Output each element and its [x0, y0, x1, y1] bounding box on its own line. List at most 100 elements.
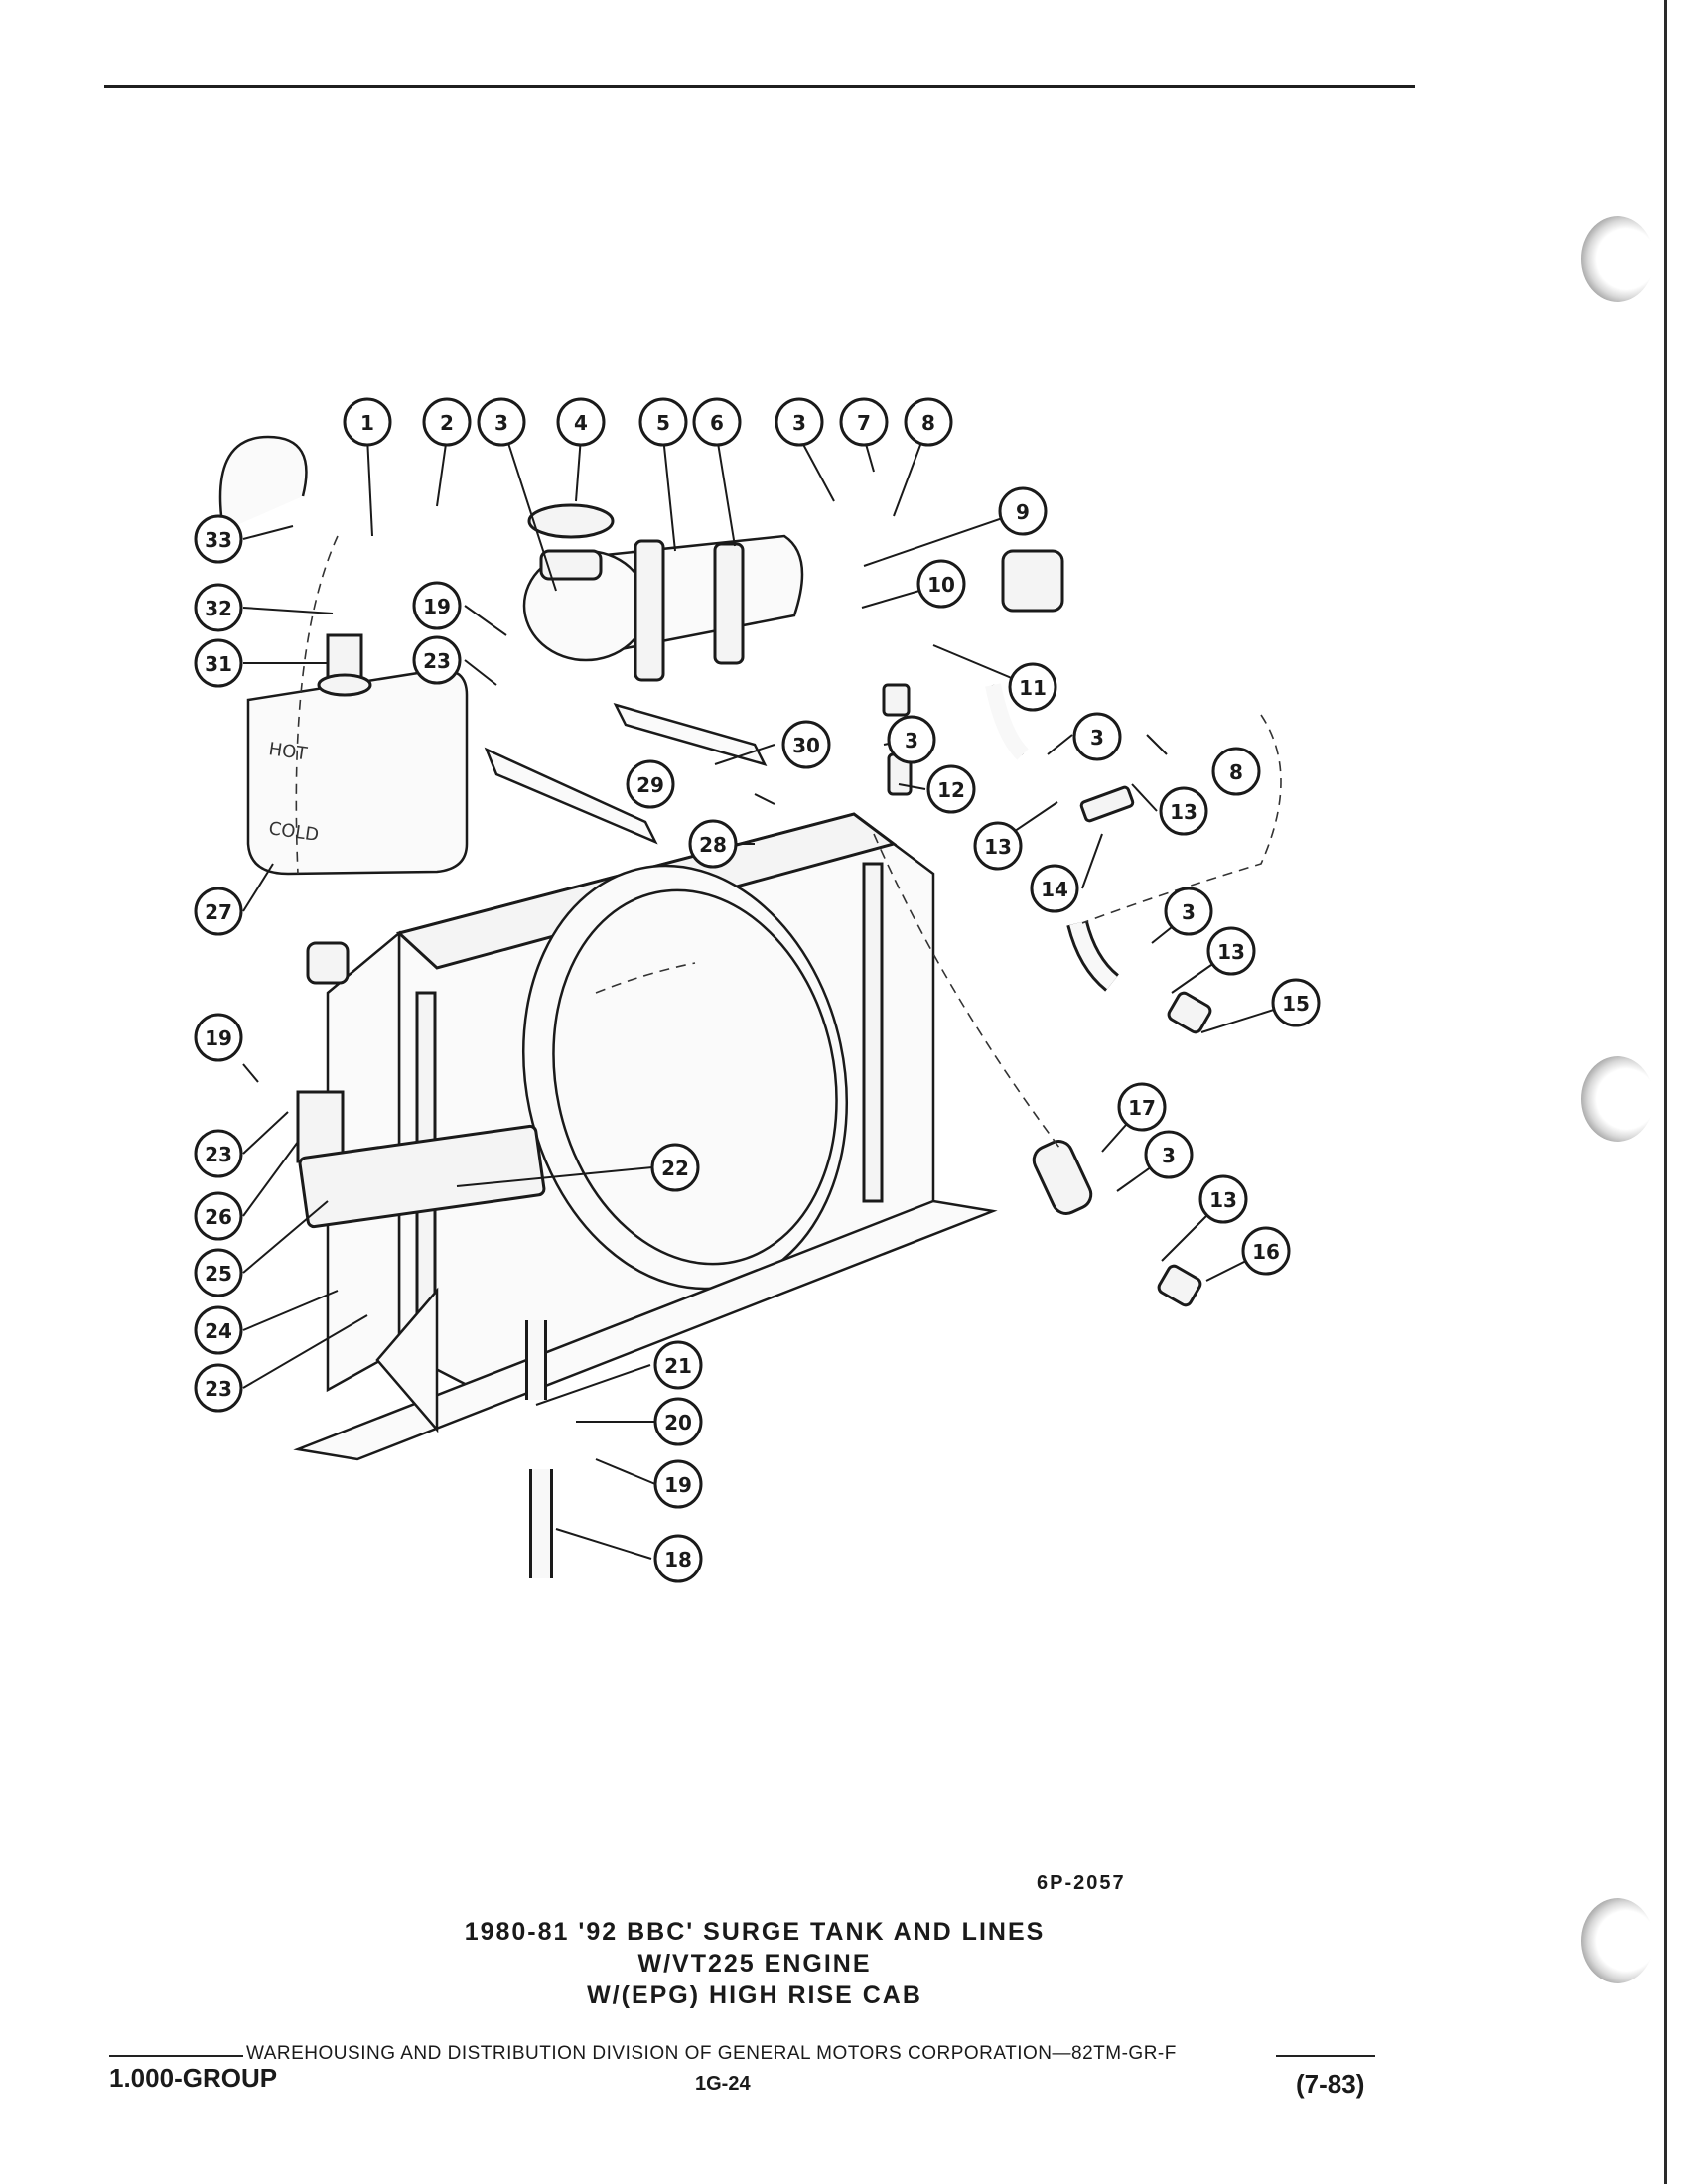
callout-7: 7 — [839, 397, 889, 447]
callout-3: 3 — [887, 715, 936, 764]
callout-number: 26 — [205, 1205, 232, 1229]
callout-number: 13 — [1170, 800, 1197, 824]
callout-number: 13 — [1209, 1188, 1237, 1212]
callout-31: 31 — [194, 638, 243, 688]
callout-23: 23 — [412, 635, 462, 685]
callout-3: 3 — [477, 397, 526, 447]
footer-rule-left — [109, 2055, 243, 2057]
callout-8: 8 — [904, 397, 953, 447]
callout-32: 32 — [194, 583, 243, 632]
callout-circle — [1206, 926, 1256, 976]
callout-number: 17 — [1128, 1096, 1156, 1120]
callout-27: 27 — [194, 887, 243, 936]
callout-circle — [1198, 1174, 1248, 1224]
callout-circle — [1030, 864, 1079, 913]
callout-circle — [194, 1129, 243, 1178]
callout-circle — [1211, 747, 1261, 796]
punch-hole-bottom — [1581, 1898, 1654, 1983]
callout-24: 24 — [194, 1305, 243, 1355]
callout-28: 28 — [688, 819, 738, 869]
callout-number: 23 — [205, 1377, 232, 1401]
callout-circle — [194, 1191, 243, 1241]
callout-5: 5 — [638, 397, 688, 447]
callout-13: 13 — [1206, 926, 1256, 976]
callout-circle — [412, 635, 462, 685]
callout-18: 18 — [653, 1534, 703, 1583]
callout-circle — [556, 397, 606, 447]
callout-circle — [653, 1340, 703, 1390]
callout-12: 12 — [926, 764, 976, 814]
callout-number: 21 — [664, 1354, 692, 1378]
footer-rule-right — [1276, 2055, 1375, 2057]
callout-number: 27 — [205, 900, 232, 924]
callout-26: 26 — [194, 1191, 243, 1241]
callout-number: 3 — [905, 729, 918, 752]
callout-22: 22 — [650, 1143, 700, 1192]
callout-number: 24 — [205, 1319, 232, 1343]
callout-circle — [1164, 887, 1213, 936]
footer-page-number: 1G-24 — [695, 2073, 751, 2095]
callout-circle — [653, 1534, 703, 1583]
callout-circle — [926, 764, 976, 814]
title-line-1: 1980-81 '92 BBC' SURGE TANK AND LINES — [464, 1918, 1046, 1946]
callout-19: 19 — [412, 581, 462, 630]
callout-13: 13 — [1198, 1174, 1248, 1224]
callout-number: 14 — [1041, 878, 1068, 901]
callout-circle — [1144, 1130, 1194, 1179]
callout-number: 19 — [205, 1026, 232, 1050]
callout-2: 2 — [422, 397, 472, 447]
callout-circle — [194, 514, 243, 564]
callout-circle — [194, 583, 243, 632]
callout-29: 29 — [626, 759, 675, 809]
callout-13: 13 — [973, 821, 1023, 871]
callout-circle — [904, 397, 953, 447]
callout-number: 9 — [1016, 500, 1030, 524]
callout-circle — [477, 397, 526, 447]
callout-number: 30 — [792, 734, 820, 757]
footer-date: (7-83) — [1296, 2069, 1365, 2099]
callout-number: 4 — [574, 411, 588, 435]
callout-19: 19 — [194, 1013, 243, 1062]
callout-16: 16 — [1241, 1226, 1291, 1276]
callout-number: 12 — [937, 778, 965, 802]
callout-3: 3 — [1144, 1130, 1194, 1179]
callout-circle — [1271, 978, 1321, 1027]
callout-circle — [688, 819, 738, 869]
callout-number: 15 — [1282, 992, 1310, 1016]
callout-circle — [1072, 712, 1122, 761]
callout-circle — [194, 1305, 243, 1355]
exploded-parts-diagram: HOT COLD — [194, 397, 1321, 1583]
callout-13: 13 — [1159, 786, 1208, 836]
callout-number: 10 — [927, 573, 955, 597]
callout-15: 15 — [1271, 978, 1321, 1027]
callout-number: 3 — [494, 411, 508, 435]
callout-circle — [422, 397, 472, 447]
mounting-bracket — [484, 747, 658, 845]
callout-14: 14 — [1030, 864, 1079, 913]
fittings — [296, 549, 1212, 1307]
callout-number: 22 — [661, 1157, 689, 1180]
callout-circle — [973, 821, 1023, 871]
callout-circle — [1008, 662, 1057, 712]
callout-circle — [653, 1459, 703, 1509]
hose-routing — [218, 435, 1282, 1578]
callout-number: 5 — [656, 411, 670, 435]
callout-circle — [916, 559, 966, 609]
callout-circle — [998, 486, 1048, 536]
callout-number: 33 — [205, 528, 232, 552]
callout-23: 23 — [194, 1129, 243, 1178]
callout-circle — [194, 638, 243, 688]
callout-number: 28 — [699, 833, 727, 857]
callout-9: 9 — [998, 486, 1048, 536]
callout-circle — [692, 397, 742, 447]
callout-circle — [781, 720, 831, 769]
footer-division: WAREHOUSING AND DISTRIBUTION DIVISION OF… — [246, 2043, 1177, 2064]
callout-21: 21 — [653, 1340, 703, 1390]
footer-group: 1.000-GROUP — [109, 2063, 278, 2093]
callout-circle — [412, 581, 462, 630]
callout-25: 25 — [194, 1248, 243, 1297]
callout-number: 2 — [440, 411, 454, 435]
callout-circle — [194, 1363, 243, 1413]
callout-17: 17 — [1117, 1082, 1167, 1132]
callout-circle — [1117, 1082, 1167, 1132]
